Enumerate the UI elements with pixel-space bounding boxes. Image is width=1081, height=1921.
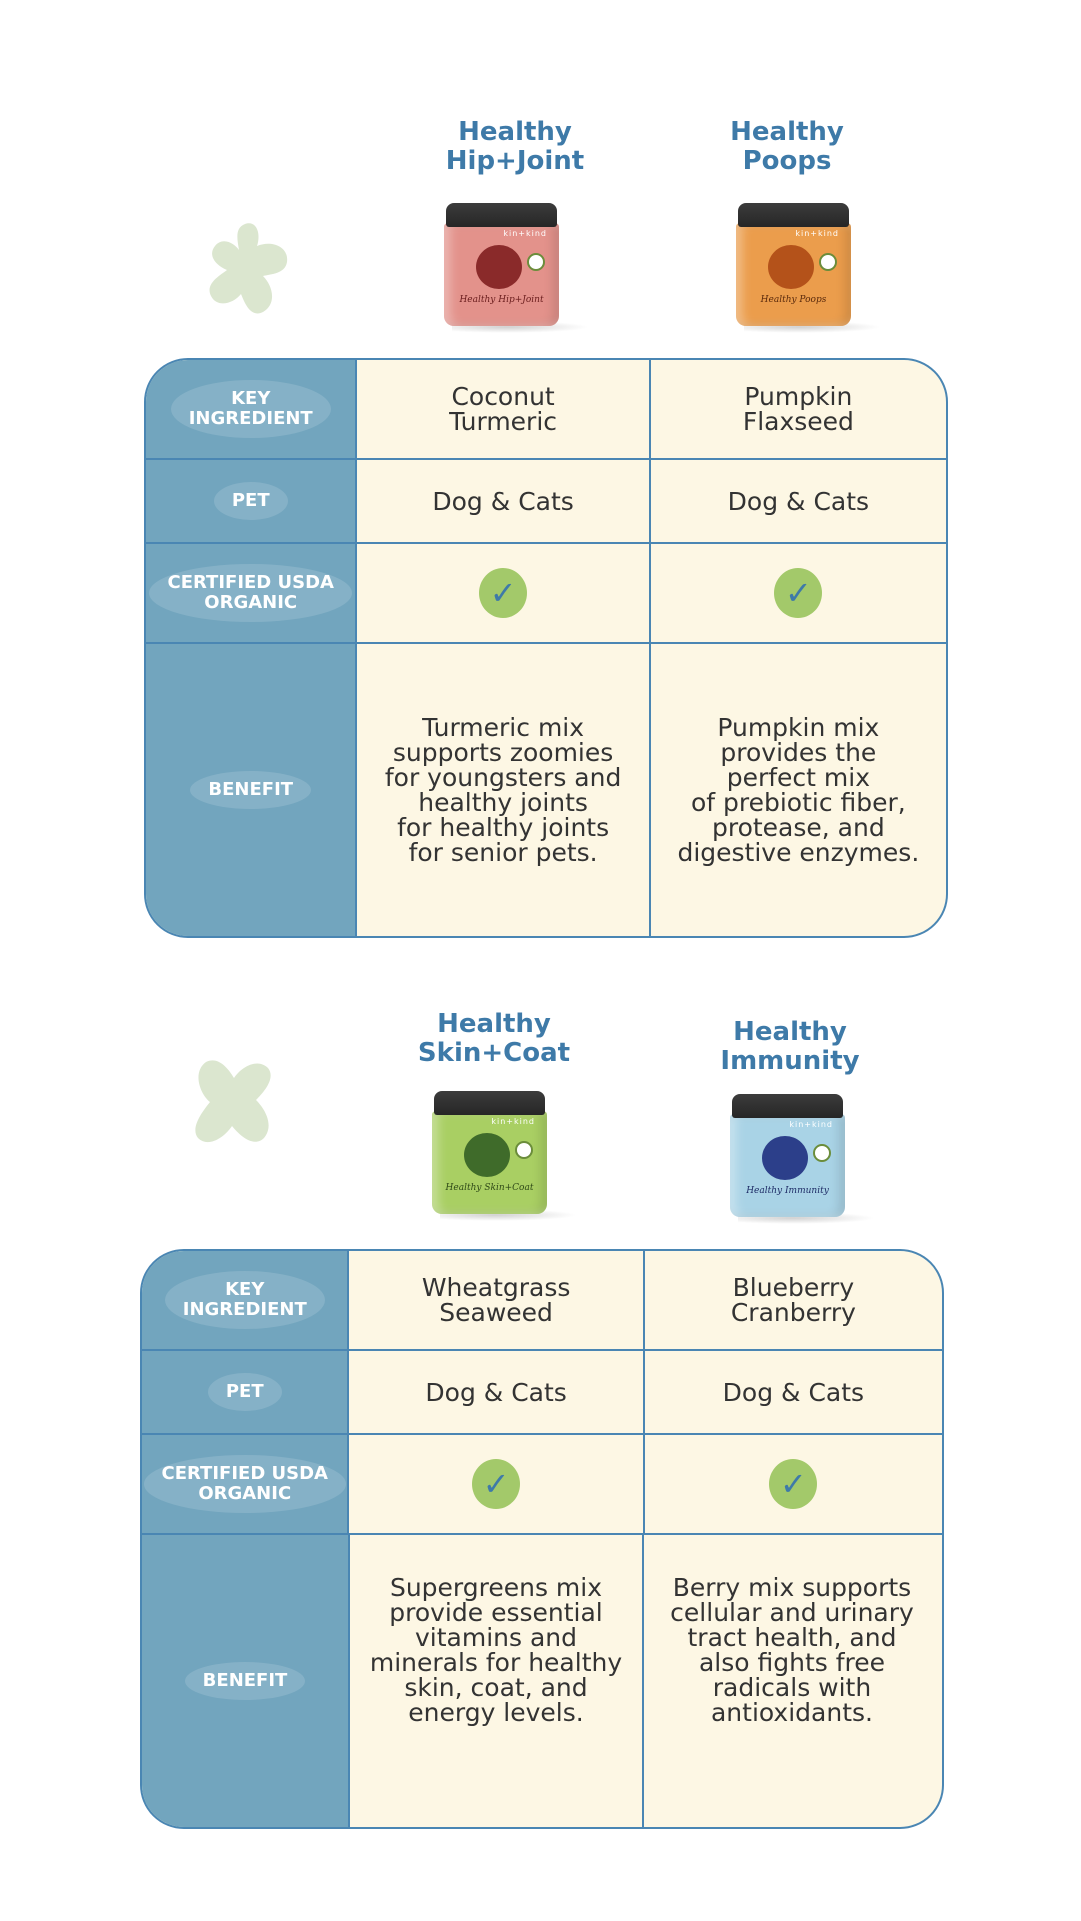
pet-cell: Dog & Cats xyxy=(648,460,946,542)
checkmark-icon: ✓ xyxy=(479,568,528,618)
row-divider xyxy=(142,1349,942,1351)
row-organic: CERTIFIED USDA ORGANIC ✓ ✓ xyxy=(142,1435,942,1533)
row-label-benefit: BENEFIT xyxy=(184,1662,306,1700)
row-organic: CERTIFIED USDA ORGANIC ✓ ✓ xyxy=(146,544,946,642)
benefit-cell: Berry mix supports cellular and urinary … xyxy=(642,1535,940,1827)
product-jar-skin-coat-image: kin+kind Healthy Skin+Coat xyxy=(432,1091,577,1221)
product-jar-poops-image: kin+kind Healthy Poops xyxy=(736,203,881,333)
row-label-organic: CERTIFIED USDA ORGANIC xyxy=(143,1455,346,1513)
key-ingredient-cell: Wheatgrass Seaweed xyxy=(347,1251,642,1349)
checkmark-icon: ✓ xyxy=(472,1459,521,1509)
row-divider xyxy=(142,1533,942,1535)
pet-cell: Dog & Cats xyxy=(355,460,648,542)
key-ingredient-cell: Pumpkin Flaxseed xyxy=(648,360,946,458)
row-benefit: BENEFIT Turmeric mix supports zoomies fo… xyxy=(146,644,946,936)
comparison-table-2: KEY INGREDIENT Wheatgrass Seaweed Bluebe… xyxy=(140,1249,944,1829)
checkmark-icon: ✓ xyxy=(774,568,823,618)
row-label-pet: PET xyxy=(207,1373,282,1411)
row-pet: PET Dog & Cats Dog & Cats xyxy=(142,1351,942,1433)
product-title-hip-joint: Healthy Hip+Joint xyxy=(445,117,585,176)
decorative-splat-icon xyxy=(209,223,288,314)
decorative-splat-icon xyxy=(195,1060,271,1143)
row-label-organic: CERTIFIED USDA ORGANIC xyxy=(149,564,352,622)
row-label-key-ingredient: KEY INGREDIENT xyxy=(164,1271,325,1329)
row-divider xyxy=(142,1433,942,1435)
comparison-table-1: KEY INGREDIENT Coconut Turmeric Pumpkin … xyxy=(144,358,948,938)
pet-cell: Dog & Cats xyxy=(642,1351,942,1433)
product-title-poops: Healthy Poops xyxy=(730,117,844,176)
row-label-benefit: BENEFIT xyxy=(190,771,312,809)
row-label-pet: PET xyxy=(213,482,288,520)
product-jar-immunity-image: kin+kind Healthy Immunity xyxy=(730,1094,875,1224)
pet-cell: Dog & Cats xyxy=(347,1351,642,1433)
benefit-cell: Pumpkin mix provides the perfect mix of … xyxy=(648,644,946,936)
row-divider xyxy=(146,458,946,460)
row-divider xyxy=(146,542,946,544)
product-title-immunity: Healthy Immunity xyxy=(720,1017,860,1076)
row-benefit: BENEFIT Supergreens mix provide essentia… xyxy=(142,1535,942,1827)
key-ingredient-cell: Blueberry Cranberry xyxy=(642,1251,942,1349)
product-title-skin-coat: Healthy Skin+Coat xyxy=(417,1009,571,1068)
row-key-ingredient: KEY INGREDIENT Coconut Turmeric Pumpkin … xyxy=(146,360,946,458)
benefit-cell: Supergreens mix provide essential vitami… xyxy=(348,1535,642,1827)
checkmark-icon: ✓ xyxy=(769,1459,818,1509)
row-label-key-ingredient: KEY INGREDIENT xyxy=(170,380,331,438)
benefit-cell: Turmeric mix supports zoomies for youngs… xyxy=(355,644,648,936)
row-divider xyxy=(146,642,946,644)
row-key-ingredient: KEY INGREDIENT Wheatgrass Seaweed Bluebe… xyxy=(142,1251,942,1349)
key-ingredient-cell: Coconut Turmeric xyxy=(355,360,648,458)
row-pet: PET Dog & Cats Dog & Cats xyxy=(146,460,946,542)
product-jar-hip-joint-image: kin+kind Healthy Hip+Joint xyxy=(444,203,589,333)
